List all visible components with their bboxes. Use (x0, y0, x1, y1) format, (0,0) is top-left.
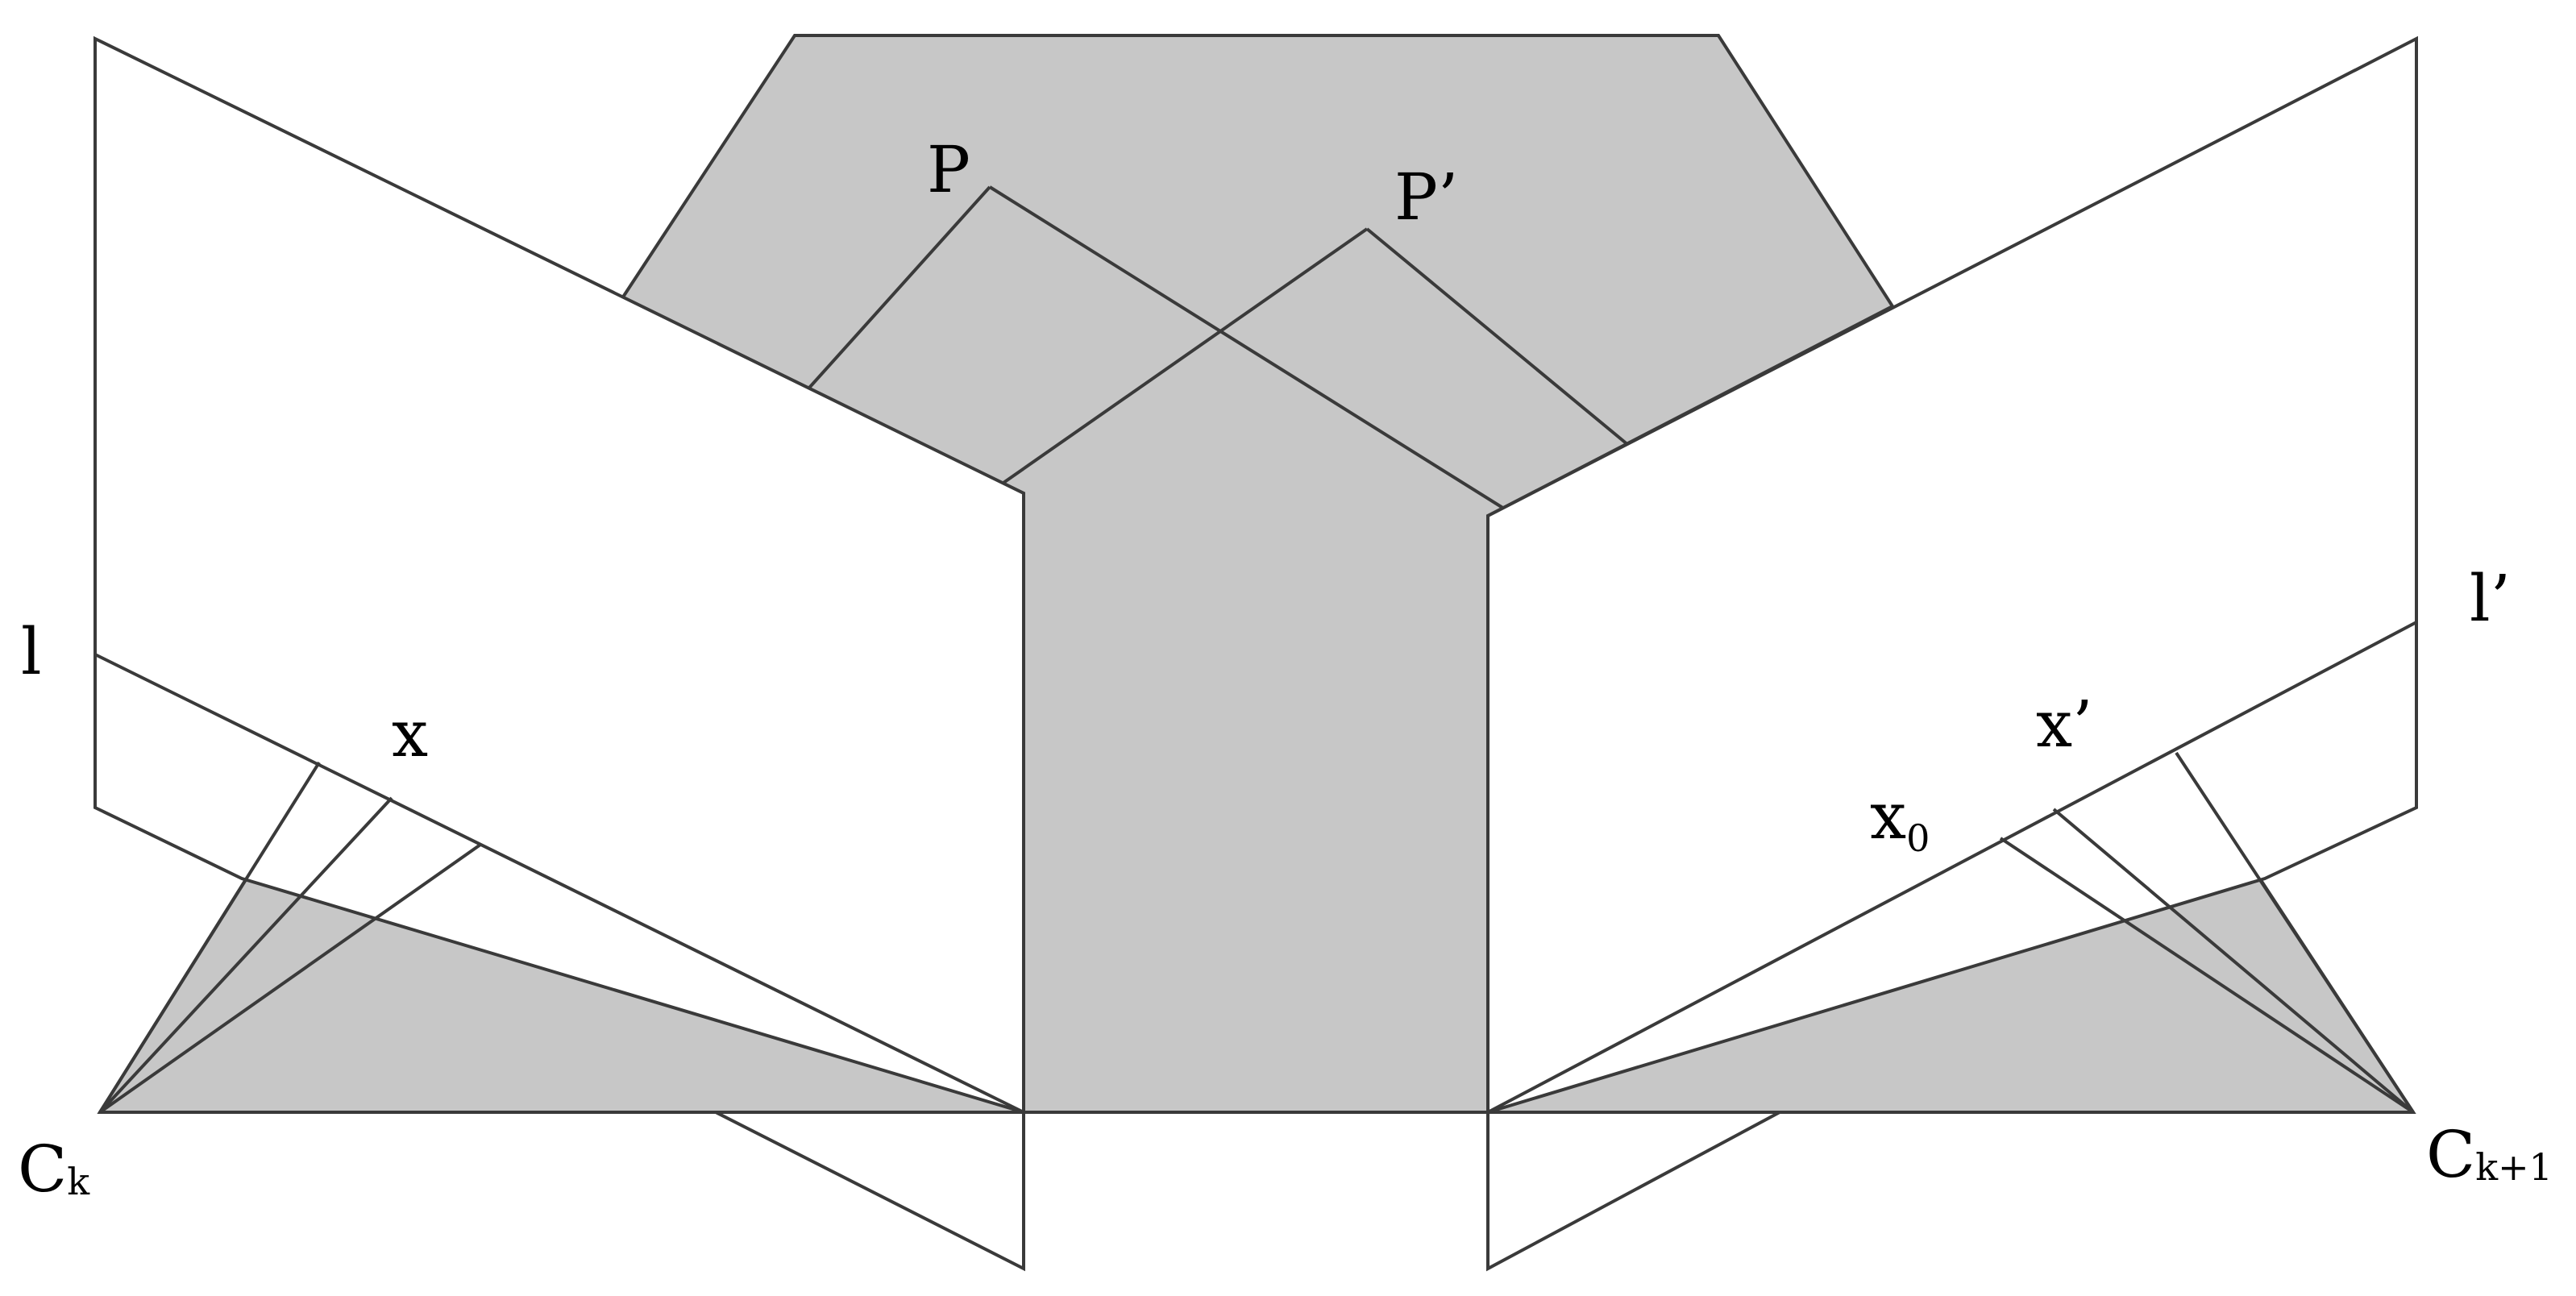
label-x0-sub: 0 (1906, 816, 1930, 860)
label-l: l (21, 614, 42, 689)
label-x-prime: x’ (2036, 687, 2093, 762)
label-P-prime: P’ (1394, 160, 1458, 235)
ray-ck-3 (98, 843, 482, 1114)
label-x0: x0 (1870, 779, 1930, 860)
epipolar-line-l-prime (1487, 621, 2417, 1114)
line-p-left (801, 185, 991, 397)
ray-ck1-1 (1999, 837, 2415, 1114)
label-x0-base: x (1870, 779, 1906, 854)
plane-lines (801, 185, 1630, 514)
label-P: P (927, 132, 970, 207)
baseline-group (100, 1111, 2413, 1272)
label-l-prime: l’ (2470, 561, 2511, 636)
line-pprime-right (1365, 227, 1630, 447)
epipolar-line-l (94, 653, 1024, 1114)
label-Ck-base: C (18, 1132, 67, 1207)
ray-ck1-2 (2052, 808, 2415, 1114)
label-Ck1-sub: k+1 (2475, 1145, 2553, 1189)
label-Ck1-base: C (2426, 1117, 2475, 1192)
label-Ck-sub: k (67, 1160, 90, 1203)
ray-ck1-3 (2175, 751, 2415, 1114)
label-Ck1: Ck+1 (2426, 1117, 2553, 1192)
labels: P P’ l l’ x x’ x0 Ck Ck+1 (18, 132, 2553, 1207)
right-plane-lower-edge (1486, 1111, 1780, 1272)
line-p-right (988, 185, 1512, 514)
right-image-plane (1486, 35, 2418, 1115)
ray-ck-2 (98, 796, 393, 1114)
label-Ck: Ck (18, 1132, 90, 1207)
label-x: x (392, 696, 428, 771)
line-pprime-left (991, 227, 1369, 492)
left-image-plane (93, 35, 1025, 1115)
ray-ck-1 (98, 761, 321, 1114)
rays-and-epipolar-lines (94, 621, 2417, 1114)
image-planes (93, 35, 2418, 1115)
left-plane-lower-edge (715, 1111, 1025, 1272)
